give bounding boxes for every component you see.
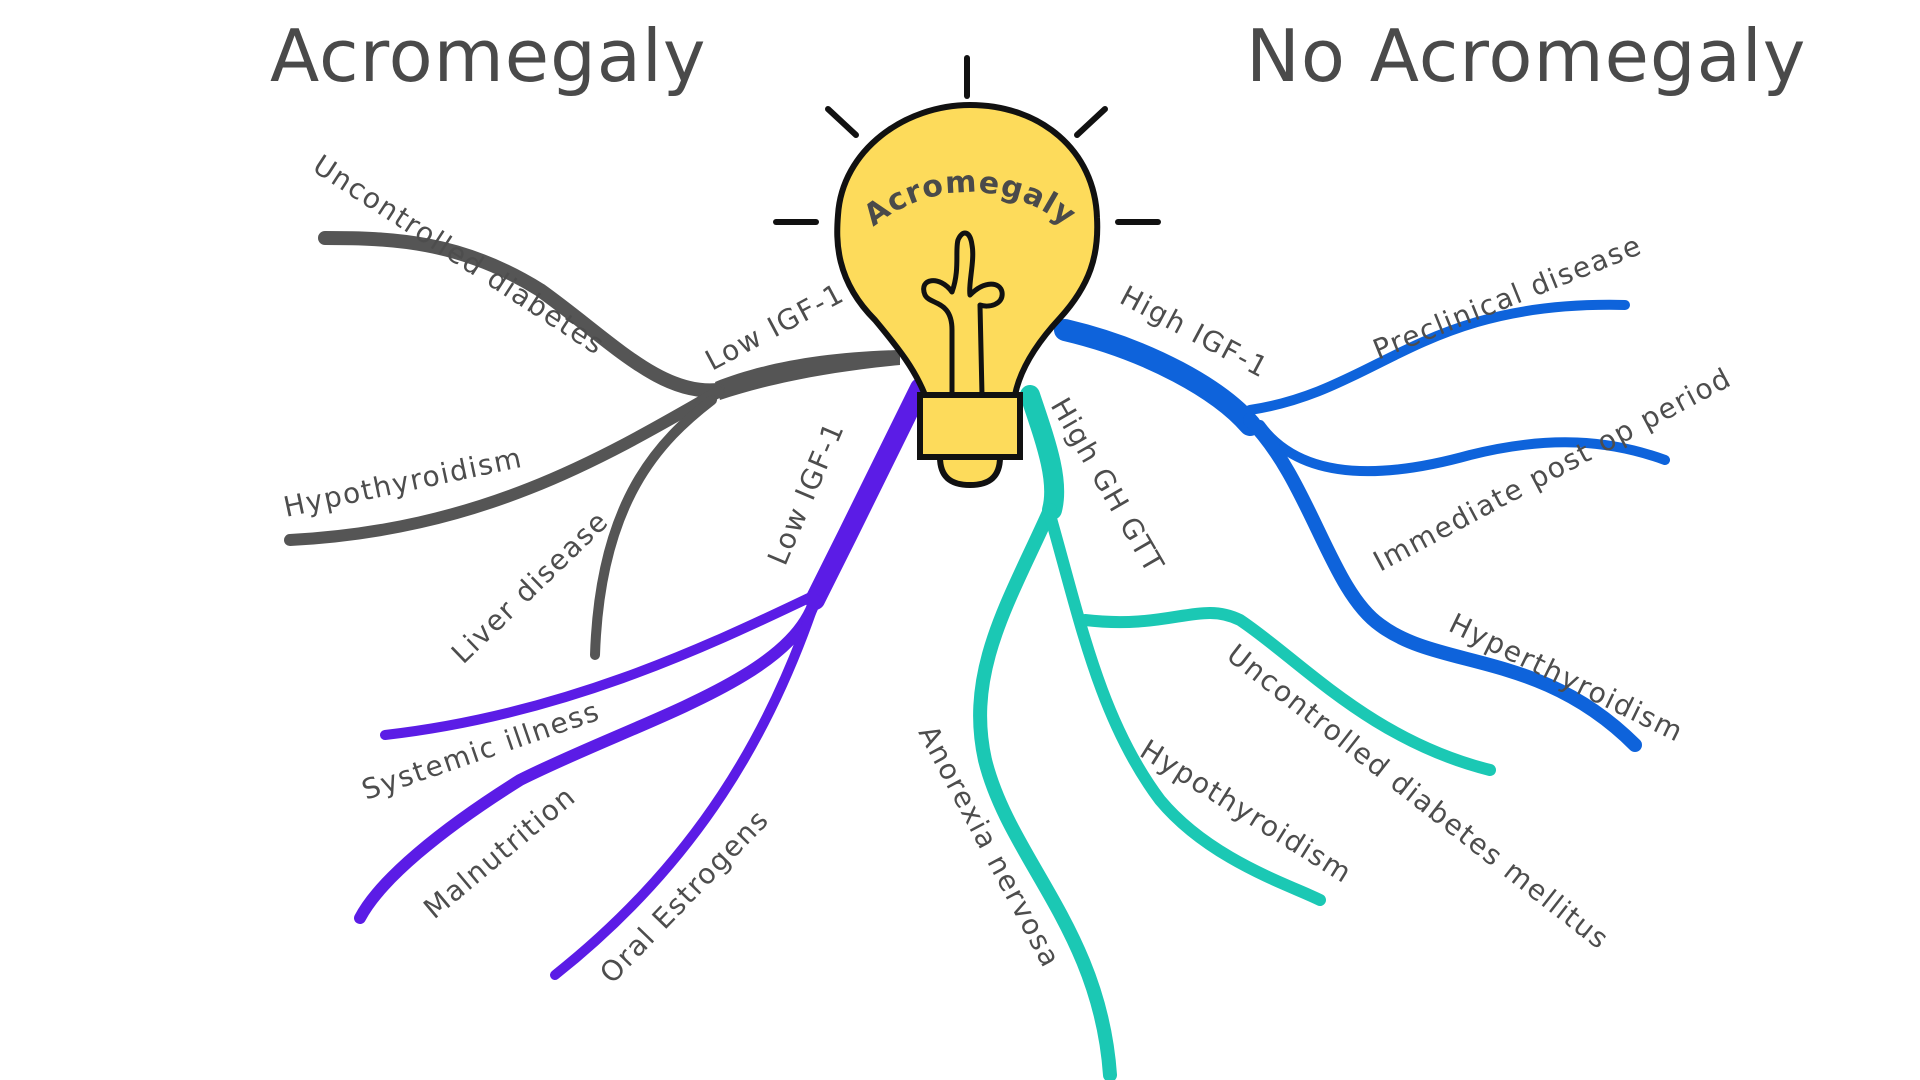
bulb-rays [773, 55, 1161, 225]
label-malnutrition: Malnutrition [417, 779, 582, 925]
bulb-base [917, 392, 1023, 460]
label-liver-disease: Liver disease [445, 504, 615, 670]
branch-blue-to-immediate-post-op [1255, 420, 1670, 476]
branch-gray-to-liver-disease [590, 395, 717, 660]
branch-blue-to-hyperthyroidism [1243, 413, 1642, 752]
label-preclinical-disease: Preclinical disease [1368, 228, 1646, 366]
label-oral-estrogens: Oral Estrogens [593, 803, 775, 990]
heading-no-acromegaly: No Acromegaly [1246, 14, 1807, 98]
branch-teal-trunk [1020, 385, 1065, 520]
branch-gray [284, 231, 900, 660]
branch-blue-to-preclinical-disease [1245, 299, 1630, 415]
branch-purple [354, 378, 930, 980]
label-uncontrolled-diabetes: Uncontrolled diabetes [307, 148, 611, 361]
bulb-cap [936, 454, 1004, 489]
branch-teal-to-uncontrolled-diabetes [1079, 607, 1496, 776]
label-hyperthyroidism: Hyperthyroidism [1444, 607, 1689, 749]
branch-teal-to-hypothyroidism [1044, 509, 1326, 906]
branch-teal [973, 385, 1496, 1080]
branch-teal-to-anorexia-nervosa [973, 503, 1117, 1080]
branch-gray-to-hypothyroidism [284, 386, 724, 546]
bulb-glass [834, 102, 1101, 398]
branch-purple-to-malnutrition [354, 594, 821, 924]
label-hypothyroidism-gray: Hypothyroidism [281, 441, 526, 524]
lightbulb-icon: Acromegaly [773, 55, 1161, 489]
branch-gray-trunk [715, 350, 900, 400]
branch-purple-to-systemic-illness [380, 590, 820, 740]
branch-gray-to-uncontrolled-diabetes [318, 231, 725, 398]
branch-blue [1054, 299, 1670, 752]
branch-blue-trunk [1054, 319, 1261, 436]
branch-purple-to-oral-estrogens [550, 605, 817, 980]
heading-acromegaly: Acromegaly [270, 14, 707, 98]
bulb-filament [921, 230, 1005, 398]
branch-purple-trunk [805, 378, 930, 610]
